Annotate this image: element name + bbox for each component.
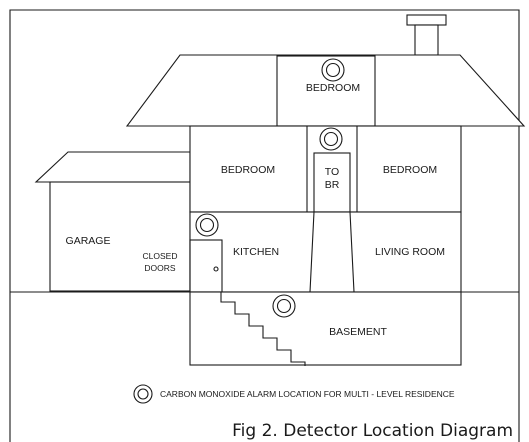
room-label-living-room: LIVING ROOM [375,246,445,258]
attic-room [276,55,376,127]
label-doors: DOORS [144,263,176,273]
room-label-bedroom-right: BEDROOM [383,164,437,176]
chimney-cap [406,14,447,26]
room-label-basement: BASEMENT [329,326,387,338]
alarm-marker-kitchen [195,213,219,237]
first-floor [189,211,462,293]
chimney [414,24,439,56]
alarm-marker-basement [272,294,296,318]
legend-alarm-circle-icon [133,384,153,404]
alarm-marker-hallway [319,127,343,151]
basement-stairs [220,292,306,366]
legend-text: CARBON MONOXIDE ALARM LOCATION FOR MULTI… [160,389,455,399]
room-label-attic-bedroom: BEDROOM [306,82,360,94]
door-knob [213,266,219,272]
room-label-to: TO [325,166,339,178]
basement [189,291,462,366]
room-label-bedroom-left: BEDROOM [221,164,275,176]
garage-roof [34,151,191,183]
outer-frame [9,9,520,442]
room-label-br: BR [325,179,340,191]
label-closed: CLOSED [143,251,178,261]
figure-caption: Fig 2. Detector Location Diagram [232,421,513,441]
alarm-marker-attic [321,58,345,82]
garage-body [49,181,191,292]
room-label-garage: GARAGE [66,235,111,247]
room-label-kitchen: KITCHEN [233,246,279,258]
